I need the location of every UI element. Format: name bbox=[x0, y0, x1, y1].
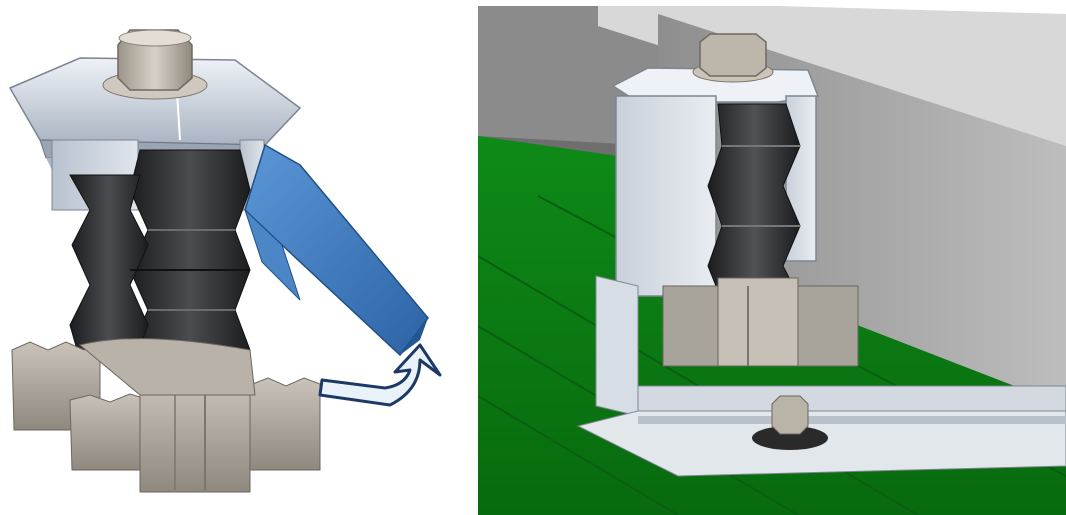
hex-bolt-icon bbox=[692, 33, 774, 83]
clamp-installed-drawing bbox=[478, 6, 1066, 515]
rail-bolt-icon bbox=[752, 395, 828, 450]
steel-base-clip bbox=[662, 277, 859, 367]
right-illustration-panel bbox=[478, 6, 1066, 515]
aluminum-top-clamp bbox=[611, 67, 820, 297]
left-frame-wall bbox=[478, 6, 658, 146]
hex-bolt-icon bbox=[102, 29, 208, 100]
steel-base-clip bbox=[11, 338, 321, 493]
clamp-exploded-drawing bbox=[8, 29, 442, 493]
left-illustration-panel bbox=[0, 0, 460, 515]
blue-cover-piece bbox=[244, 143, 429, 357]
rotation-arrow-icon bbox=[318, 343, 442, 407]
